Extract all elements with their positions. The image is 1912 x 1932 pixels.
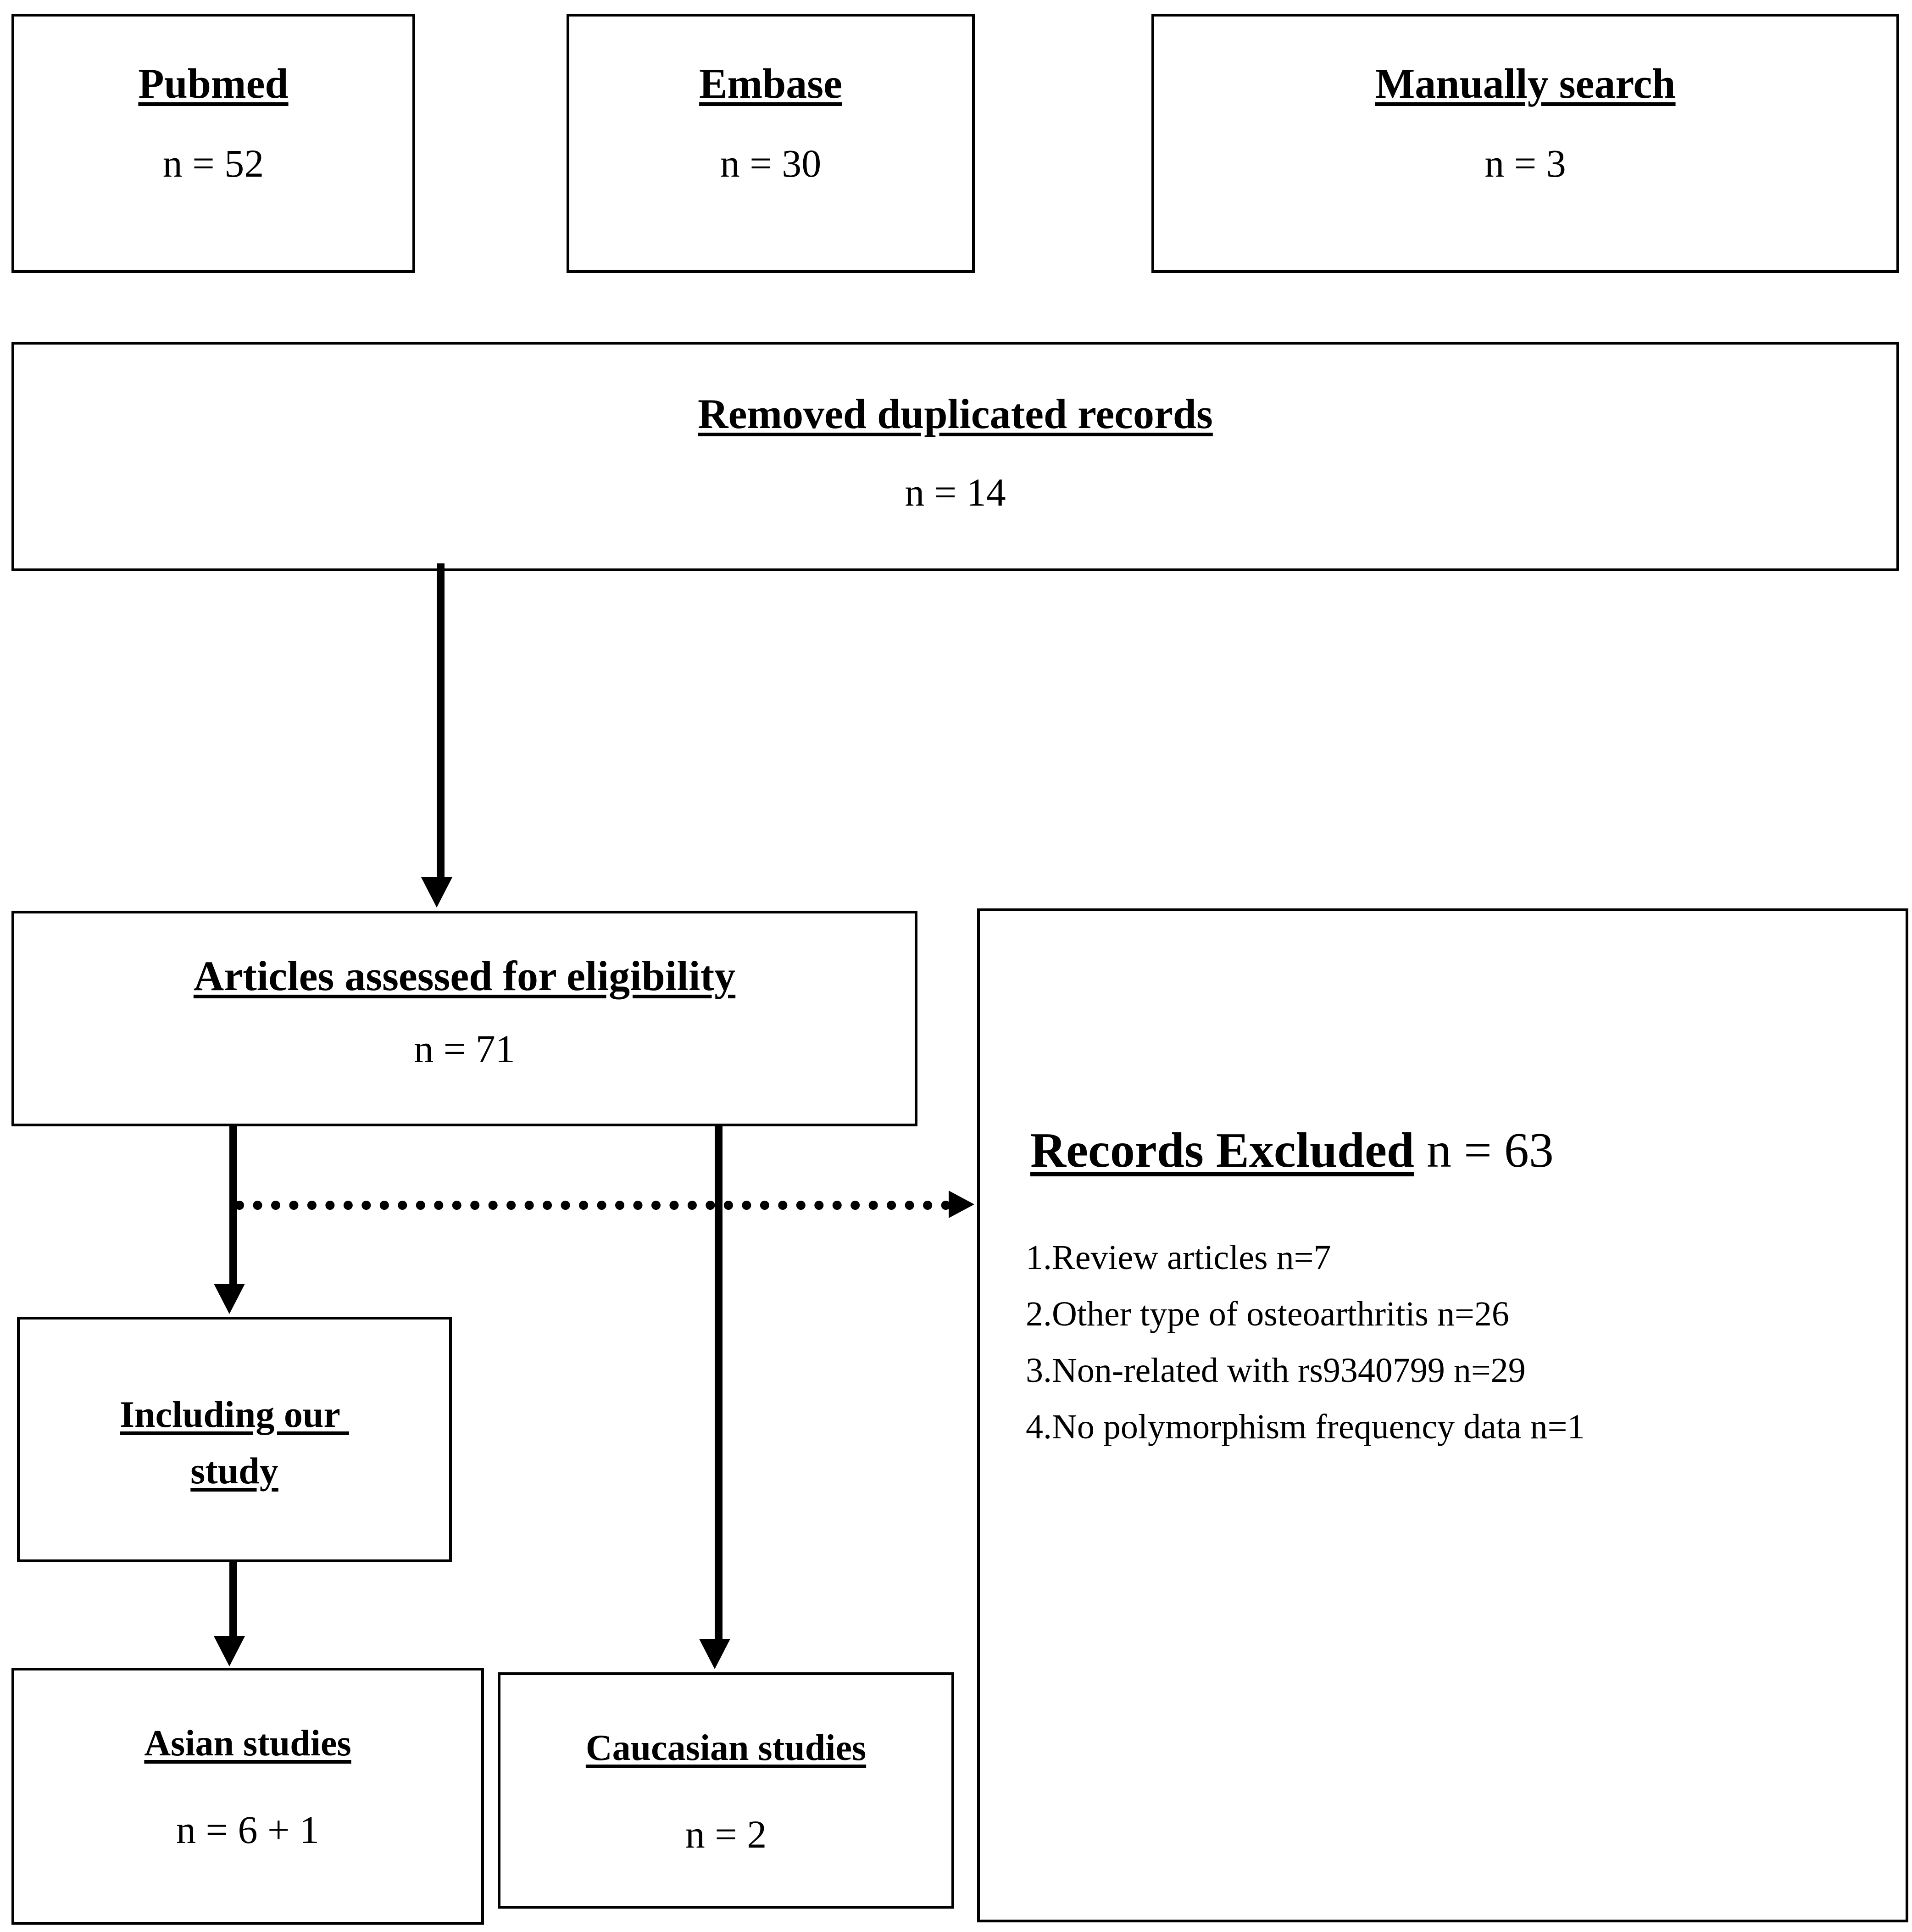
list-item: 4.No polymorphism frequency data n=1 — [1026, 1408, 1585, 1447]
node-including-our-study-title: Including our study — [120, 1386, 349, 1499]
node-eligibility-count: n = 71 — [414, 1027, 515, 1071]
list-item: 3.Non-related with rs9340799 n=29 — [1026, 1351, 1526, 1390]
connector-including-to-asian-arrowhead-icon — [214, 1636, 245, 1666]
node-eligibility-title: Articles assessed for eligibility — [193, 952, 736, 999]
node-embase: Embase n = 30 — [567, 14, 975, 273]
node-articles-assessed-for-eligibility: Articles assessed for eligibility n = 71 — [11, 911, 917, 1126]
node-manually-search: Manually search n = 3 — [1151, 14, 1899, 273]
node-removed-duplicated-records-title: Removed duplicated records — [698, 390, 1213, 437]
connector-eligibility-to-excluded-arrowhead-icon — [949, 1191, 974, 1218]
node-asian-studies-title: Asian studies — [144, 1723, 351, 1764]
node-pubmed-title: Pubmed — [138, 60, 289, 107]
connector-duplicates-to-eligibility-line — [437, 563, 445, 880]
node-asian-studies: Asian studies n = 6 + 1 — [11, 1668, 484, 1925]
node-removed-duplicated-records: Removed duplicated records n = 14 — [11, 342, 1899, 571]
connector-eligibility-to-excluded-dotted-line — [235, 1201, 950, 1210]
records-excluded-heading: Records Excluded n = 63 — [1030, 1122, 1554, 1179]
node-manually-search-title: Manually search — [1375, 60, 1676, 107]
records-excluded-count: n = 63 — [1414, 1123, 1554, 1178]
node-pubmed: Pubmed n = 52 — [11, 14, 415, 273]
node-pubmed-count: n = 52 — [162, 141, 264, 186]
connector-eligibility-to-caucasian-line — [715, 1124, 723, 1642]
node-embase-title: Embase — [699, 60, 842, 107]
list-item: 2.Other type of osteoarthritis n=26 — [1026, 1295, 1509, 1334]
list-item: 1.Review articles n=7 — [1026, 1238, 1331, 1277]
node-embase-count: n = 30 — [720, 141, 822, 186]
node-caucasian-studies-title: Caucasian studies — [585, 1728, 867, 1768]
node-removed-duplicated-records-count: n = 14 — [905, 470, 1006, 515]
node-caucasian-studies: Caucasian studies n = 2 — [498, 1672, 954, 1909]
node-records-excluded: Records Excluded n = 63 1.Review article… — [977, 908, 1908, 1922]
connector-eligibility-to-caucasian-arrowhead-icon — [699, 1639, 730, 1669]
connector-including-to-asian-line — [229, 1560, 237, 1639]
records-excluded-label: Records Excluded — [1030, 1123, 1414, 1178]
node-caucasian-studies-count: n = 2 — [685, 1812, 767, 1856]
connector-duplicates-to-eligibility-arrowhead-icon — [421, 877, 452, 908]
node-including-our-study-title-line2: study — [190, 1450, 278, 1492]
node-asian-studies-count: n = 6 + 1 — [176, 1807, 319, 1852]
node-including-our-study-title-line1: Including our — [120, 1393, 349, 1435]
node-including-our-study: Including our study — [17, 1317, 452, 1562]
node-manually-search-count: n = 3 — [1484, 141, 1566, 186]
connector-eligibility-to-including-arrowhead-icon — [214, 1284, 245, 1314]
connector-eligibility-to-including-line — [229, 1124, 237, 1287]
records-excluded-reason-list: 1.Review articles n=7 2.Other type of os… — [1026, 1230, 1585, 1455]
